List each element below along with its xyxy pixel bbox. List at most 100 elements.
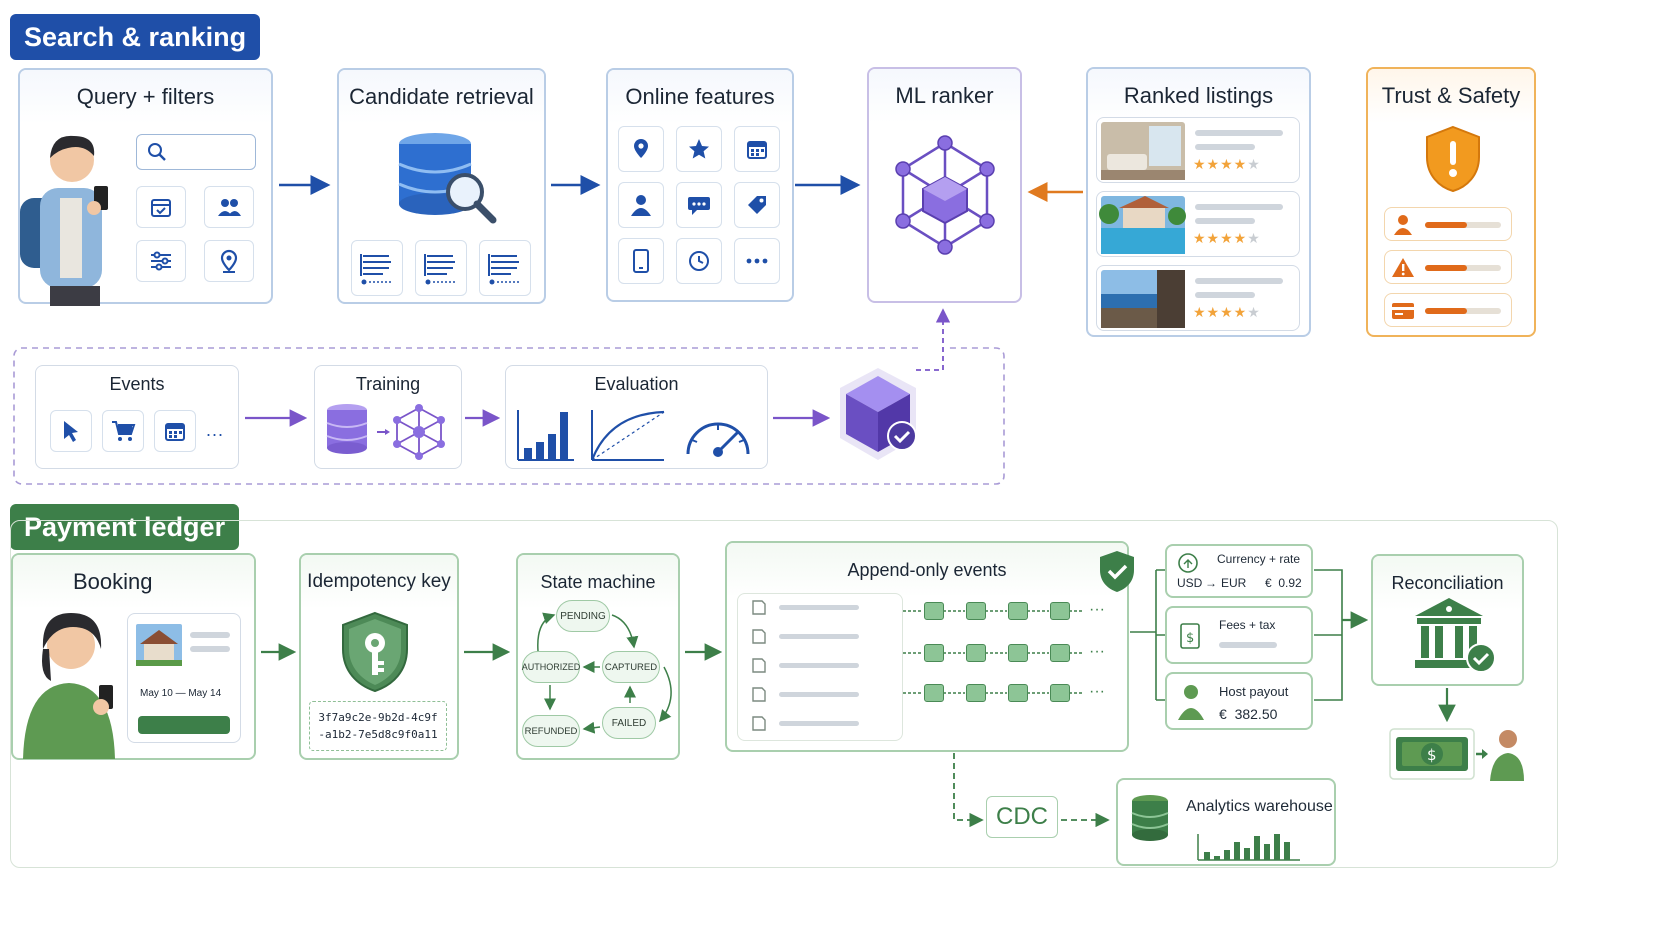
listing-row[interactable]: ★★★★★ [1096,117,1300,183]
idempotency-key-title: Idempotency key [301,555,457,609]
feature-price [734,182,780,228]
payment-section-frame [10,520,1558,868]
booking-details-card[interactable]: May 10 — May 14 [127,613,241,743]
booking-dates: May 10 — May 14 [140,688,222,699]
state-machine-card: State machine PENDING AUTHORIZED CAPTURE… [516,553,680,760]
state-refunded: REFUNDED [522,715,580,747]
idempotency-key-value: 3f7a9c2e-9b2d-4c9f -a1b2-7e5d8c9f0a11 [309,701,447,751]
calendar-icon [747,141,767,159]
feature-reviews [676,182,722,228]
stream-ellipsis: ··· [1089,601,1105,618]
ml-ranker-card: ML ranker [867,67,1022,303]
settings-filter-button[interactable] [136,240,186,282]
star-icon [689,139,709,159]
fees-tax-title: Fees + tax [1219,618,1276,632]
state-authorized: AUTHORIZED [522,651,580,683]
currency-rate-title: Currency + rate [1217,552,1301,566]
list-icon [424,254,455,285]
query-filters-card: Query + filters [18,68,273,306]
user-icon [1394,215,1412,235]
svg-text:$: $ [1186,631,1194,646]
calendar-icon [151,199,171,217]
ml-ranker-title: ML ranker [869,69,1020,123]
currency-arrow: → [1205,576,1217,590]
rating-stars: ★★★★★ [1193,230,1261,246]
bar-chart-icon [1197,834,1300,861]
online-features-title: Online features [608,70,792,124]
cdc-label: CDC [986,796,1058,838]
host-payout-card: Host payout € 382.50 [1165,672,1313,730]
price-tag-icon [748,196,766,214]
list-icon [488,254,519,285]
host-person-icon [1178,685,1204,720]
cart-event [102,410,144,452]
listing-row[interactable]: ★★★★★ [1096,265,1300,331]
listing-row[interactable]: ★★★★★ [1096,191,1300,257]
ranked-listings-card: Ranked listings ★★★★★ ★★★★★ ★★★★★ [1086,67,1311,337]
clock-icon [689,251,709,271]
traveler-person-icon [20,135,108,306]
result-doc-2 [415,240,467,296]
feature-device [618,238,664,284]
listing-photo-villa [1099,196,1186,254]
chat-bubble-icon [688,197,710,215]
users-icon [218,199,241,216]
training-card: Training [314,365,462,469]
feature-user [618,182,664,228]
event-log-streams [752,600,1083,731]
events-card: Events ... [35,365,239,469]
feature-more [734,238,780,284]
bank-verified-icon [1415,598,1496,673]
more-icon [746,258,768,264]
candidate-retrieval-title: Candidate retrieval [339,70,544,124]
key-shield-icon [342,611,408,693]
booking-title: Booking [13,555,254,609]
neural-network-icon [895,135,995,255]
warning-shield-icon [1426,125,1480,193]
listing-photo-interior [1101,122,1185,180]
payout-cash-to-host-icon: $ [1389,728,1524,781]
book-button[interactable] [138,716,230,734]
guests-filter-button[interactable] [204,186,254,228]
click-event [50,410,92,452]
booking-card: Booking May 10 — May 14 [11,553,256,760]
booking-event [154,410,196,452]
sliders-icon [151,251,171,271]
state-pending: PENDING [556,600,610,632]
feature-time [676,238,722,284]
feature-availability [734,126,780,172]
receipt-dollar-icon: $ [1180,623,1200,649]
risk-row-alert [1384,250,1512,284]
evaluation-title: Evaluation [594,374,679,394]
search-icon [148,143,166,161]
shopping-cart-icon [112,421,136,441]
trust-safety-title: Trust & Safety [1368,69,1534,123]
date-filter-button[interactable] [136,186,186,228]
mobile-device-icon [633,249,649,273]
idempotency-key-card: Idempotency key 3f7a9c2e-9b2d-4c9f -a1b2… [299,553,459,760]
search-input[interactable] [136,134,256,170]
append-only-events-card: Append-only events ··· ··· ··· [725,541,1134,752]
result-doc-1 [351,240,403,296]
list-icon [360,254,391,285]
analytics-warehouse-title: Analytics warehouse [1186,798,1333,815]
query-filters-title: Query + filters [20,70,271,124]
currency-to: EUR [1221,576,1247,590]
online-features-card: Online features [606,68,794,302]
alert-triangle-icon [1392,258,1414,277]
currency-from: USD [1177,576,1203,590]
analytics-warehouse-card: Analytics warehouse [1116,778,1336,866]
training-data-to-model-icon [326,404,445,460]
training-title: Training [355,374,421,394]
rating-stars: ★★★★★ [1193,304,1261,320]
currency-rate-card: Currency + rate USD → EUR € 0.92 [1165,544,1313,598]
fees-tax-card: $ Fees + tax [1165,606,1313,664]
feature-location [618,126,664,172]
currency-exchange-icon [1178,553,1198,573]
risk-row-payment [1384,293,1512,327]
location-filter-button[interactable] [204,240,254,282]
evaluation-card: Evaluation [505,365,768,469]
state-transitions [537,612,672,734]
